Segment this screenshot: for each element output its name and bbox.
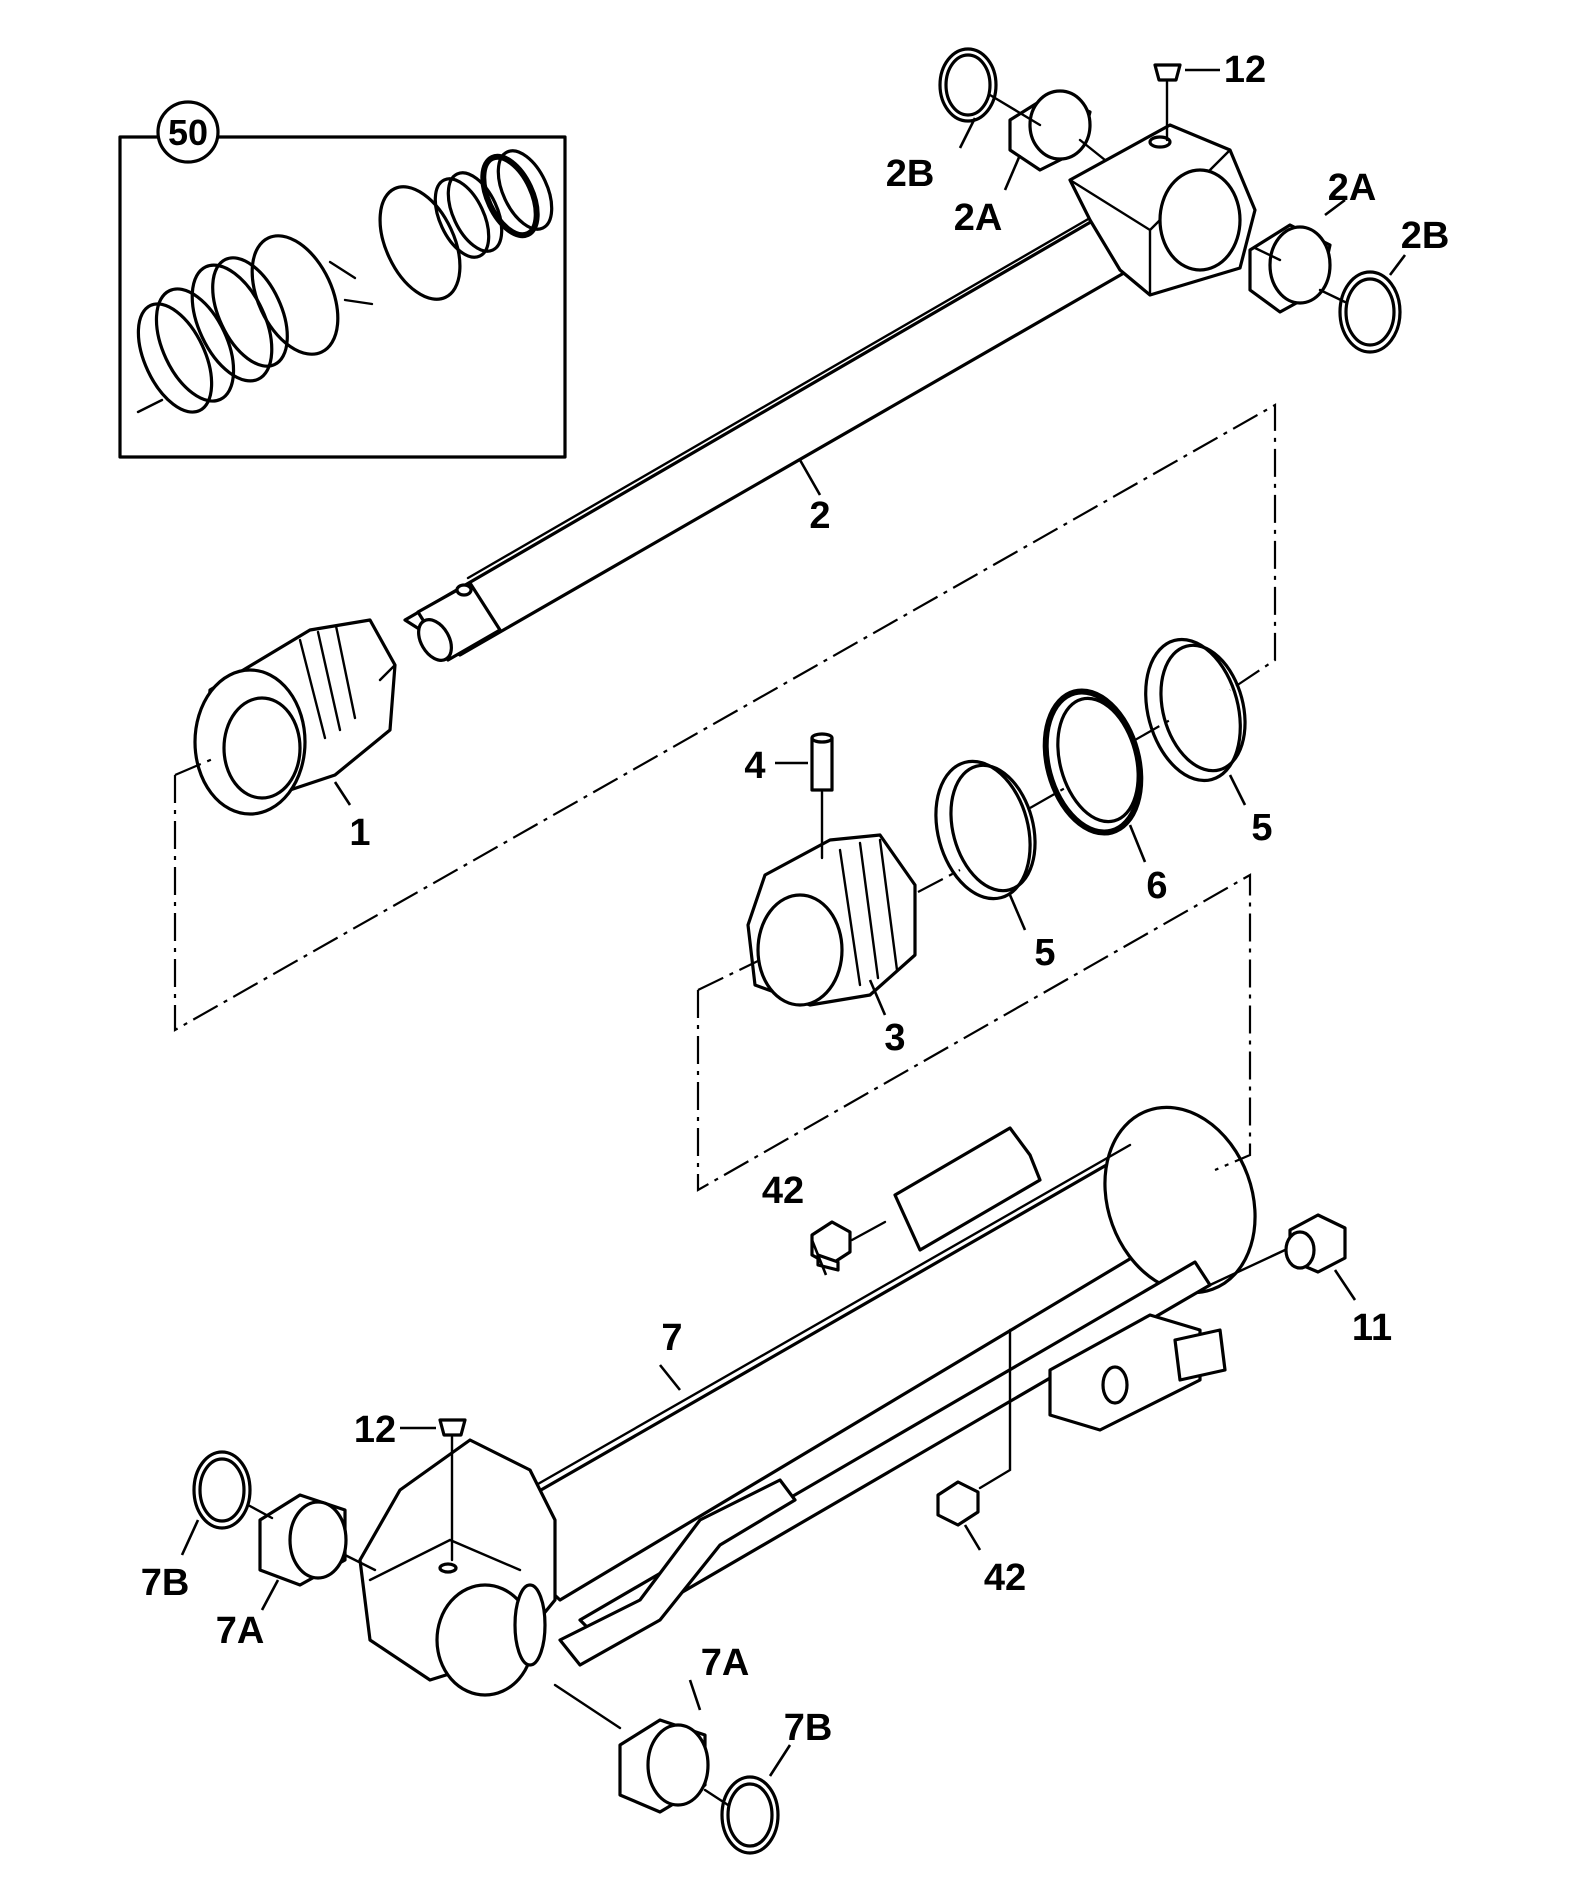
label-2: 2 [809, 495, 830, 537]
label-11: 11 [1352, 1307, 1392, 1349]
hydraulic-fitting-bottom [936, 1328, 1012, 1527]
grease-fitting-bottom [400, 1418, 467, 1562]
label-2a-top: 2A [954, 197, 1003, 239]
gland [193, 618, 397, 816]
label-50: 50 [168, 112, 208, 153]
piston-rod [403, 123, 1257, 662]
label-2b-top: 2B [886, 153, 935, 195]
label-2a-right: 2A [1328, 167, 1377, 209]
label-5-left: 5 [1034, 932, 1055, 974]
label-7a-left: 7A [216, 1610, 265, 1652]
label-12-top: 12 [1224, 49, 1266, 91]
label-4: 4 [744, 745, 765, 787]
label-6: 6 [1146, 865, 1167, 907]
piston [746, 833, 917, 1007]
barrel-left-bushings [192, 1450, 377, 1587]
label-5-right: 5 [1251, 807, 1272, 849]
plug [1208, 1213, 1357, 1301]
label-12-bottom: 12 [354, 1409, 396, 1451]
barrel [358, 1105, 1257, 1697]
leader-lines [180, 117, 1407, 1777]
rod-top-bushings [938, 47, 1107, 172]
seal-kit-box: 50 [118, 100, 567, 459]
label-7: 7 [661, 1317, 682, 1359]
label-1: 1 [349, 812, 370, 854]
label-42-bottom: 42 [984, 1557, 1026, 1599]
hydraulic-fitting-top [810, 1220, 887, 1272]
wear-ring-right [1144, 637, 1247, 783]
label-7b-left: 7B [141, 1562, 190, 1604]
label-2b-right: 2B [1401, 215, 1450, 257]
piston-seal [1042, 688, 1144, 836]
label-7b-right: 7B [784, 1707, 833, 1749]
label-3: 3 [884, 1017, 905, 1059]
piston-pin [775, 732, 834, 860]
barrel-right-bushings [553, 1683, 780, 1855]
rod-right-bushings [1248, 223, 1402, 354]
label-7a-right: 7A [701, 1642, 750, 1684]
wear-ring-left [934, 759, 1037, 901]
part-labels: 2 2A 2A 2B 2B 12 1 4 3 5 6 5 42 7 11 12 … [141, 49, 1450, 1749]
grease-fitting-top [1153, 63, 1220, 142]
assembly-lines [173, 403, 1277, 1192]
label-42-top: 42 [762, 1170, 804, 1212]
